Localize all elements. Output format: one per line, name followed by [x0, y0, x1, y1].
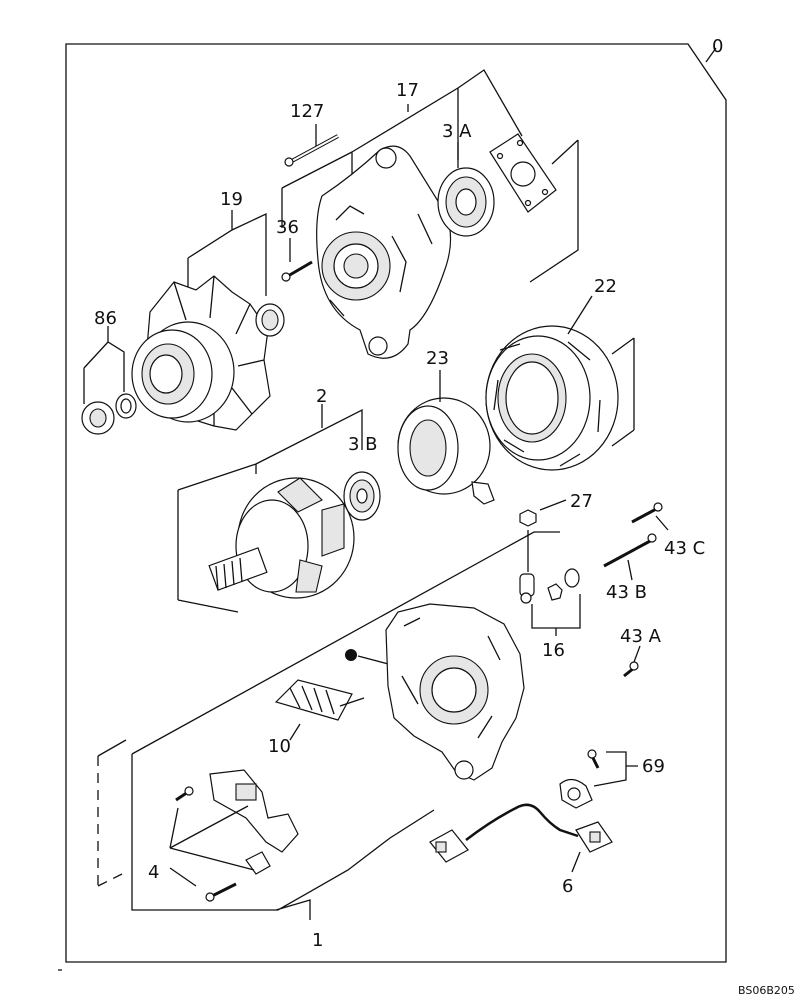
bolt-43c — [631, 502, 663, 524]
screw-6b — [205, 882, 237, 902]
rotor — [208, 477, 355, 599]
callout-16: 16 — [542, 640, 565, 661]
screw-36 — [281, 260, 313, 282]
callout-19: 19 — [220, 189, 243, 210]
callout-22: 22 — [594, 276, 617, 297]
insulator-bush — [547, 583, 563, 601]
leader-19 — [187, 210, 267, 296]
callout-3b: 3 B — [348, 434, 378, 455]
callout-43a: 43 A — [620, 626, 662, 647]
callout-127: 127 — [290, 101, 324, 122]
leader-43b — [627, 559, 633, 581]
pulley-nut — [81, 401, 115, 435]
pulley — [131, 321, 235, 423]
callout-6: 4 — [148, 862, 159, 883]
callout-23: 23 — [426, 348, 449, 369]
leader-22 — [567, 295, 593, 335]
group-bracket-17-right — [529, 139, 579, 283]
non-serviceable-marker — [345, 649, 357, 661]
leader-17 — [281, 69, 523, 228]
nut-27 — [519, 509, 537, 527]
leader-2 — [177, 404, 363, 600]
group-bracket-2 — [177, 599, 239, 613]
callout-1: 1 — [312, 930, 323, 951]
callout-43b: 43 B — [606, 582, 647, 603]
rear-housing — [316, 145, 452, 359]
spacer-collar — [255, 303, 285, 337]
bolt-127 — [284, 134, 339, 167]
lock-washer — [115, 393, 137, 419]
callout-43c: 43 C — [664, 538, 705, 559]
bearing-retainer-plate — [489, 133, 557, 213]
footer-code: BS06B205 — [738, 984, 795, 997]
stator — [485, 325, 619, 471]
callout-27: 27 — [570, 491, 593, 512]
callout-69: 69 — [642, 756, 665, 777]
group-bracket-1 — [131, 531, 560, 920]
sheet-ref-leader — [705, 47, 717, 63]
wire-clip — [559, 778, 593, 809]
screw-43a — [623, 661, 639, 678]
clamp-screw — [587, 749, 600, 769]
callout-36: 36 — [276, 217, 299, 238]
leader-6 — [169, 805, 255, 887]
leader-86 — [83, 326, 125, 404]
bearing-3b — [343, 471, 381, 521]
leader-4 — [571, 851, 581, 873]
insulator-washer — [564, 568, 580, 588]
leader-69 — [593, 751, 638, 787]
leader-16 — [531, 594, 581, 636]
bolt-43b — [603, 533, 657, 568]
callout-2: 2 — [316, 386, 327, 407]
insulator-ring — [397, 397, 495, 505]
leader-43a — [633, 645, 641, 663]
voltage-regulator — [209, 769, 299, 875]
bearing-3a — [437, 167, 495, 237]
callout-10: 10 — [268, 736, 291, 757]
callout-17: 17 — [396, 80, 419, 101]
front-housing — [385, 603, 525, 781]
group-bracket-22 — [611, 337, 635, 447]
callout-3a: 3 A — [442, 121, 472, 142]
wiring-harness — [429, 803, 613, 863]
rectifier — [274, 679, 365, 721]
leader-10 — [289, 723, 301, 741]
group-bracket-1-diag — [97, 739, 127, 757]
sheet-ref-label: 0 — [712, 36, 723, 57]
terminal-bolt — [519, 530, 535, 604]
leader-27 — [539, 499, 567, 511]
group-bracket-1-dashed — [97, 756, 123, 887]
callout-4: 6 — [562, 876, 573, 897]
callout-86: 86 — [94, 308, 117, 329]
diagram-frame — [65, 43, 727, 963]
screw-6a — [175, 786, 194, 802]
leader-43c — [655, 515, 669, 531]
